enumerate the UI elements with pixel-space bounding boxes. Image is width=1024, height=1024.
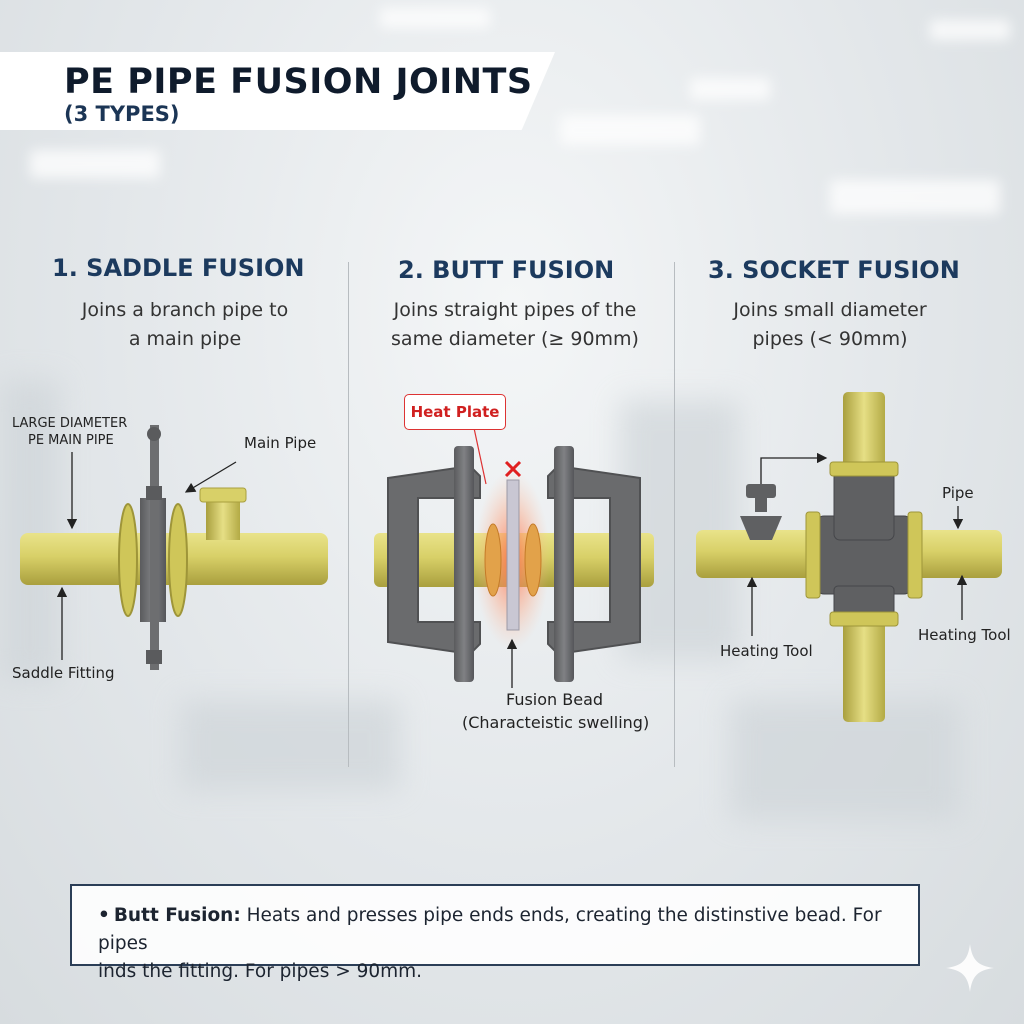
- fusion-bead-label-line2: (Characteistic swelling): [462, 713, 649, 732]
- fusion-bead-label-line1: Fusion Bead: [506, 690, 603, 709]
- main-pipe-label: Main Pipe: [244, 434, 316, 452]
- note-bullet: •: [98, 905, 110, 926]
- sparkle-icon: [944, 942, 996, 994]
- pipe-label: Pipe: [942, 484, 974, 502]
- heating-tool-label-left: Heating Tool: [720, 642, 813, 660]
- heating-tool-label-right: Heating Tool: [918, 626, 1011, 644]
- saddle-fusion-diagram: [20, 425, 328, 670]
- large-diameter-label-line1: LARGE DIAMETER: [12, 416, 127, 431]
- note-line2: inds the fitting. For pipes > 90mm.: [98, 961, 422, 982]
- note-text: •Butt Fusion: Heats and presses pipe end…: [98, 902, 898, 986]
- butt-fusion-diagram: [374, 428, 654, 688]
- note-heading: Butt Fusion:: [114, 905, 241, 926]
- saddle-fitting-label: Saddle Fitting: [12, 664, 115, 682]
- note-box: •Butt Fusion: Heats and presses pipe end…: [70, 884, 920, 966]
- socket-fusion-diagram: [696, 392, 1002, 722]
- heat-plate-label: Heat Plate: [404, 394, 506, 430]
- large-diameter-label-line2: PE MAIN PIPE: [28, 433, 114, 448]
